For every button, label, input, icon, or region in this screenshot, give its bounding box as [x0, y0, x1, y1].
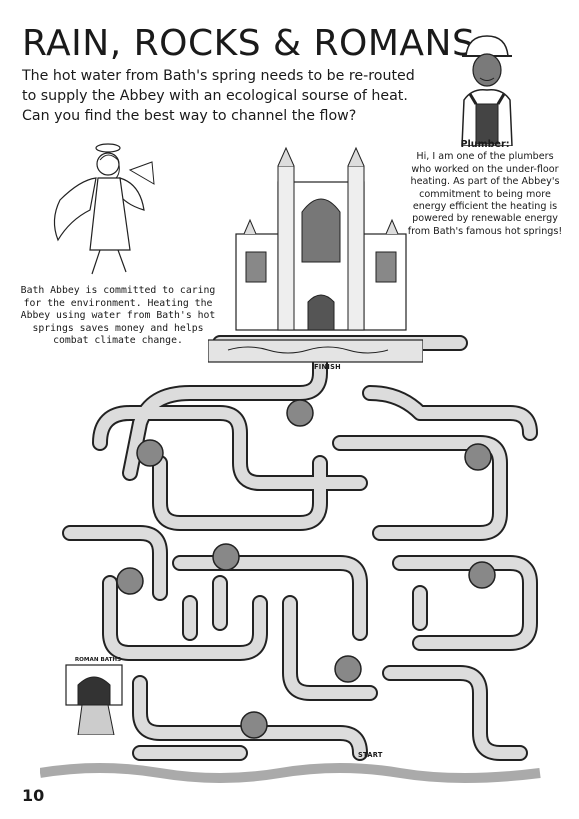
plumber-illustration: [461, 35, 513, 146]
plumber-speech: Plumber: Hi, I am one of the plumbers wh…: [405, 139, 565, 238]
intro-text: The hot water from Bath's spring needs t…: [22, 68, 415, 124]
angel-illustration: [53, 143, 155, 275]
start-label: START: [358, 751, 383, 759]
bath-abbey-illustration: [235, 146, 407, 331]
finish-label: FINISH: [314, 363, 341, 371]
angel-caption: Bath Abbey is committed to caring for th…: [20, 285, 216, 347]
roman-baths-building: [65, 664, 123, 735]
page-number: 10: [22, 786, 45, 805]
plumber-name: Plumber:: [460, 139, 510, 150]
abbey-water-channel: [208, 339, 423, 363]
page-title: RAIN, ROCKS & ROMANS: [22, 23, 476, 64]
plumber-speech-text: Hi, I am one of the plumbers who worked …: [407, 151, 563, 237]
roman-baths-sign: ROMAN BATHS: [74, 657, 122, 663]
